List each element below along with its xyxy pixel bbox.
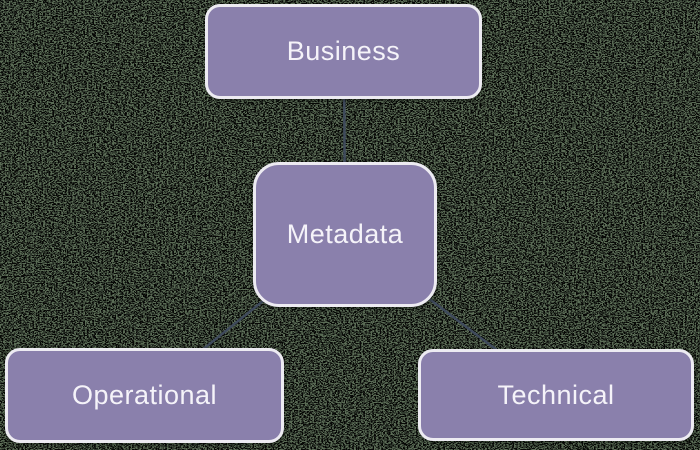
node-operational-label: Operational <box>71 380 218 410</box>
node-operational: Operational <box>5 348 284 443</box>
node-technical: Technical <box>418 349 694 441</box>
node-business-label: Business <box>286 36 401 66</box>
node-technical-label: Technical <box>497 379 615 410</box>
node-business: Business <box>205 4 482 99</box>
node-metadata-label: Metadata <box>286 219 404 249</box>
node-metadata: Metadata <box>253 162 437 307</box>
